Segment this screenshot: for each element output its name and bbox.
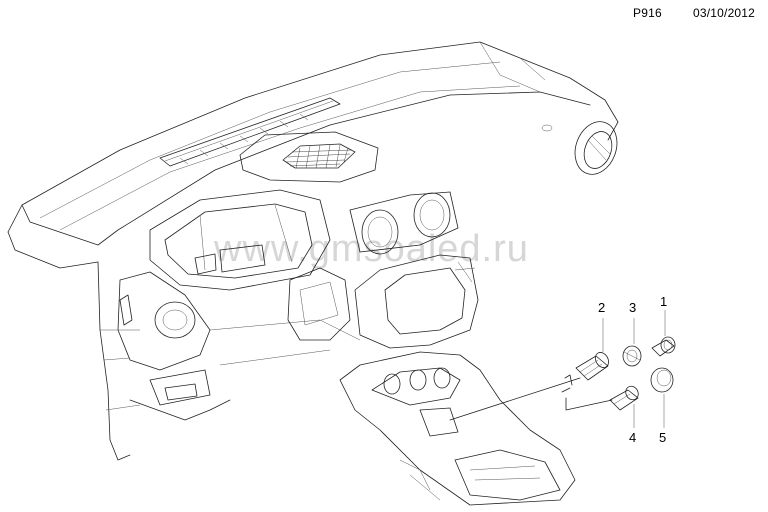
instrument-cluster [149, 189, 331, 291]
page-date: 03/10/2012 [693, 6, 756, 20]
callout-2: 2 [598, 300, 606, 315]
center-console [339, 351, 576, 506]
dashboard-top-surface [7, 41, 619, 269]
speaker-grille [239, 131, 379, 183]
part-5-cap [650, 367, 674, 393]
callout-5: 5 [659, 430, 667, 445]
callout-ticks [602, 310, 666, 428]
page-code: P916 [633, 6, 662, 20]
left-lower-dashboard [97, 261, 361, 461]
part-3-ring [622, 345, 642, 367]
callout-1: 1 [660, 294, 668, 309]
right-air-vent [541, 121, 618, 175]
watermark: www.gmsoaled.ru [214, 228, 529, 270]
defroster-vent [159, 97, 341, 167]
part-4-socket [609, 385, 639, 411]
callout-3: 3 [629, 300, 637, 315]
leader-lines [449, 374, 613, 421]
steering-column-area [287, 267, 351, 341]
callout-4: 4 [629, 430, 637, 445]
part-2-socket [575, 352, 609, 381]
infotainment-bezel [354, 254, 479, 349]
center-round-vents [349, 191, 459, 255]
part-1-plug [651, 336, 676, 357]
